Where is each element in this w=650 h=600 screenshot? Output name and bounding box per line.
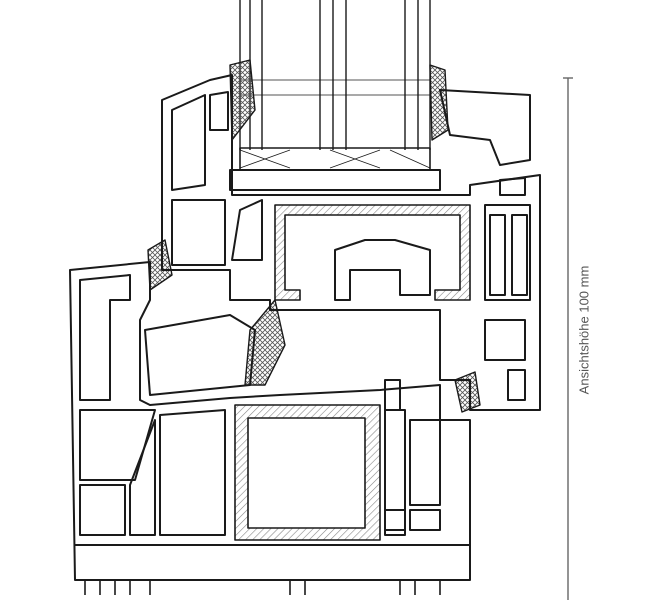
glazing-unit (229, 0, 441, 191)
sash-steel-reinforcement (274, 204, 471, 301)
sash-center-chamber (334, 239, 431, 301)
glazing-gaskets (147, 59, 481, 413)
frame-profile (69, 261, 471, 595)
dimension-label: Ansichtshöhe 100 mm (576, 265, 592, 395)
sash-profile (161, 74, 541, 411)
dimension-line (563, 77, 573, 600)
frame-steel-reinforcement (234, 404, 381, 541)
